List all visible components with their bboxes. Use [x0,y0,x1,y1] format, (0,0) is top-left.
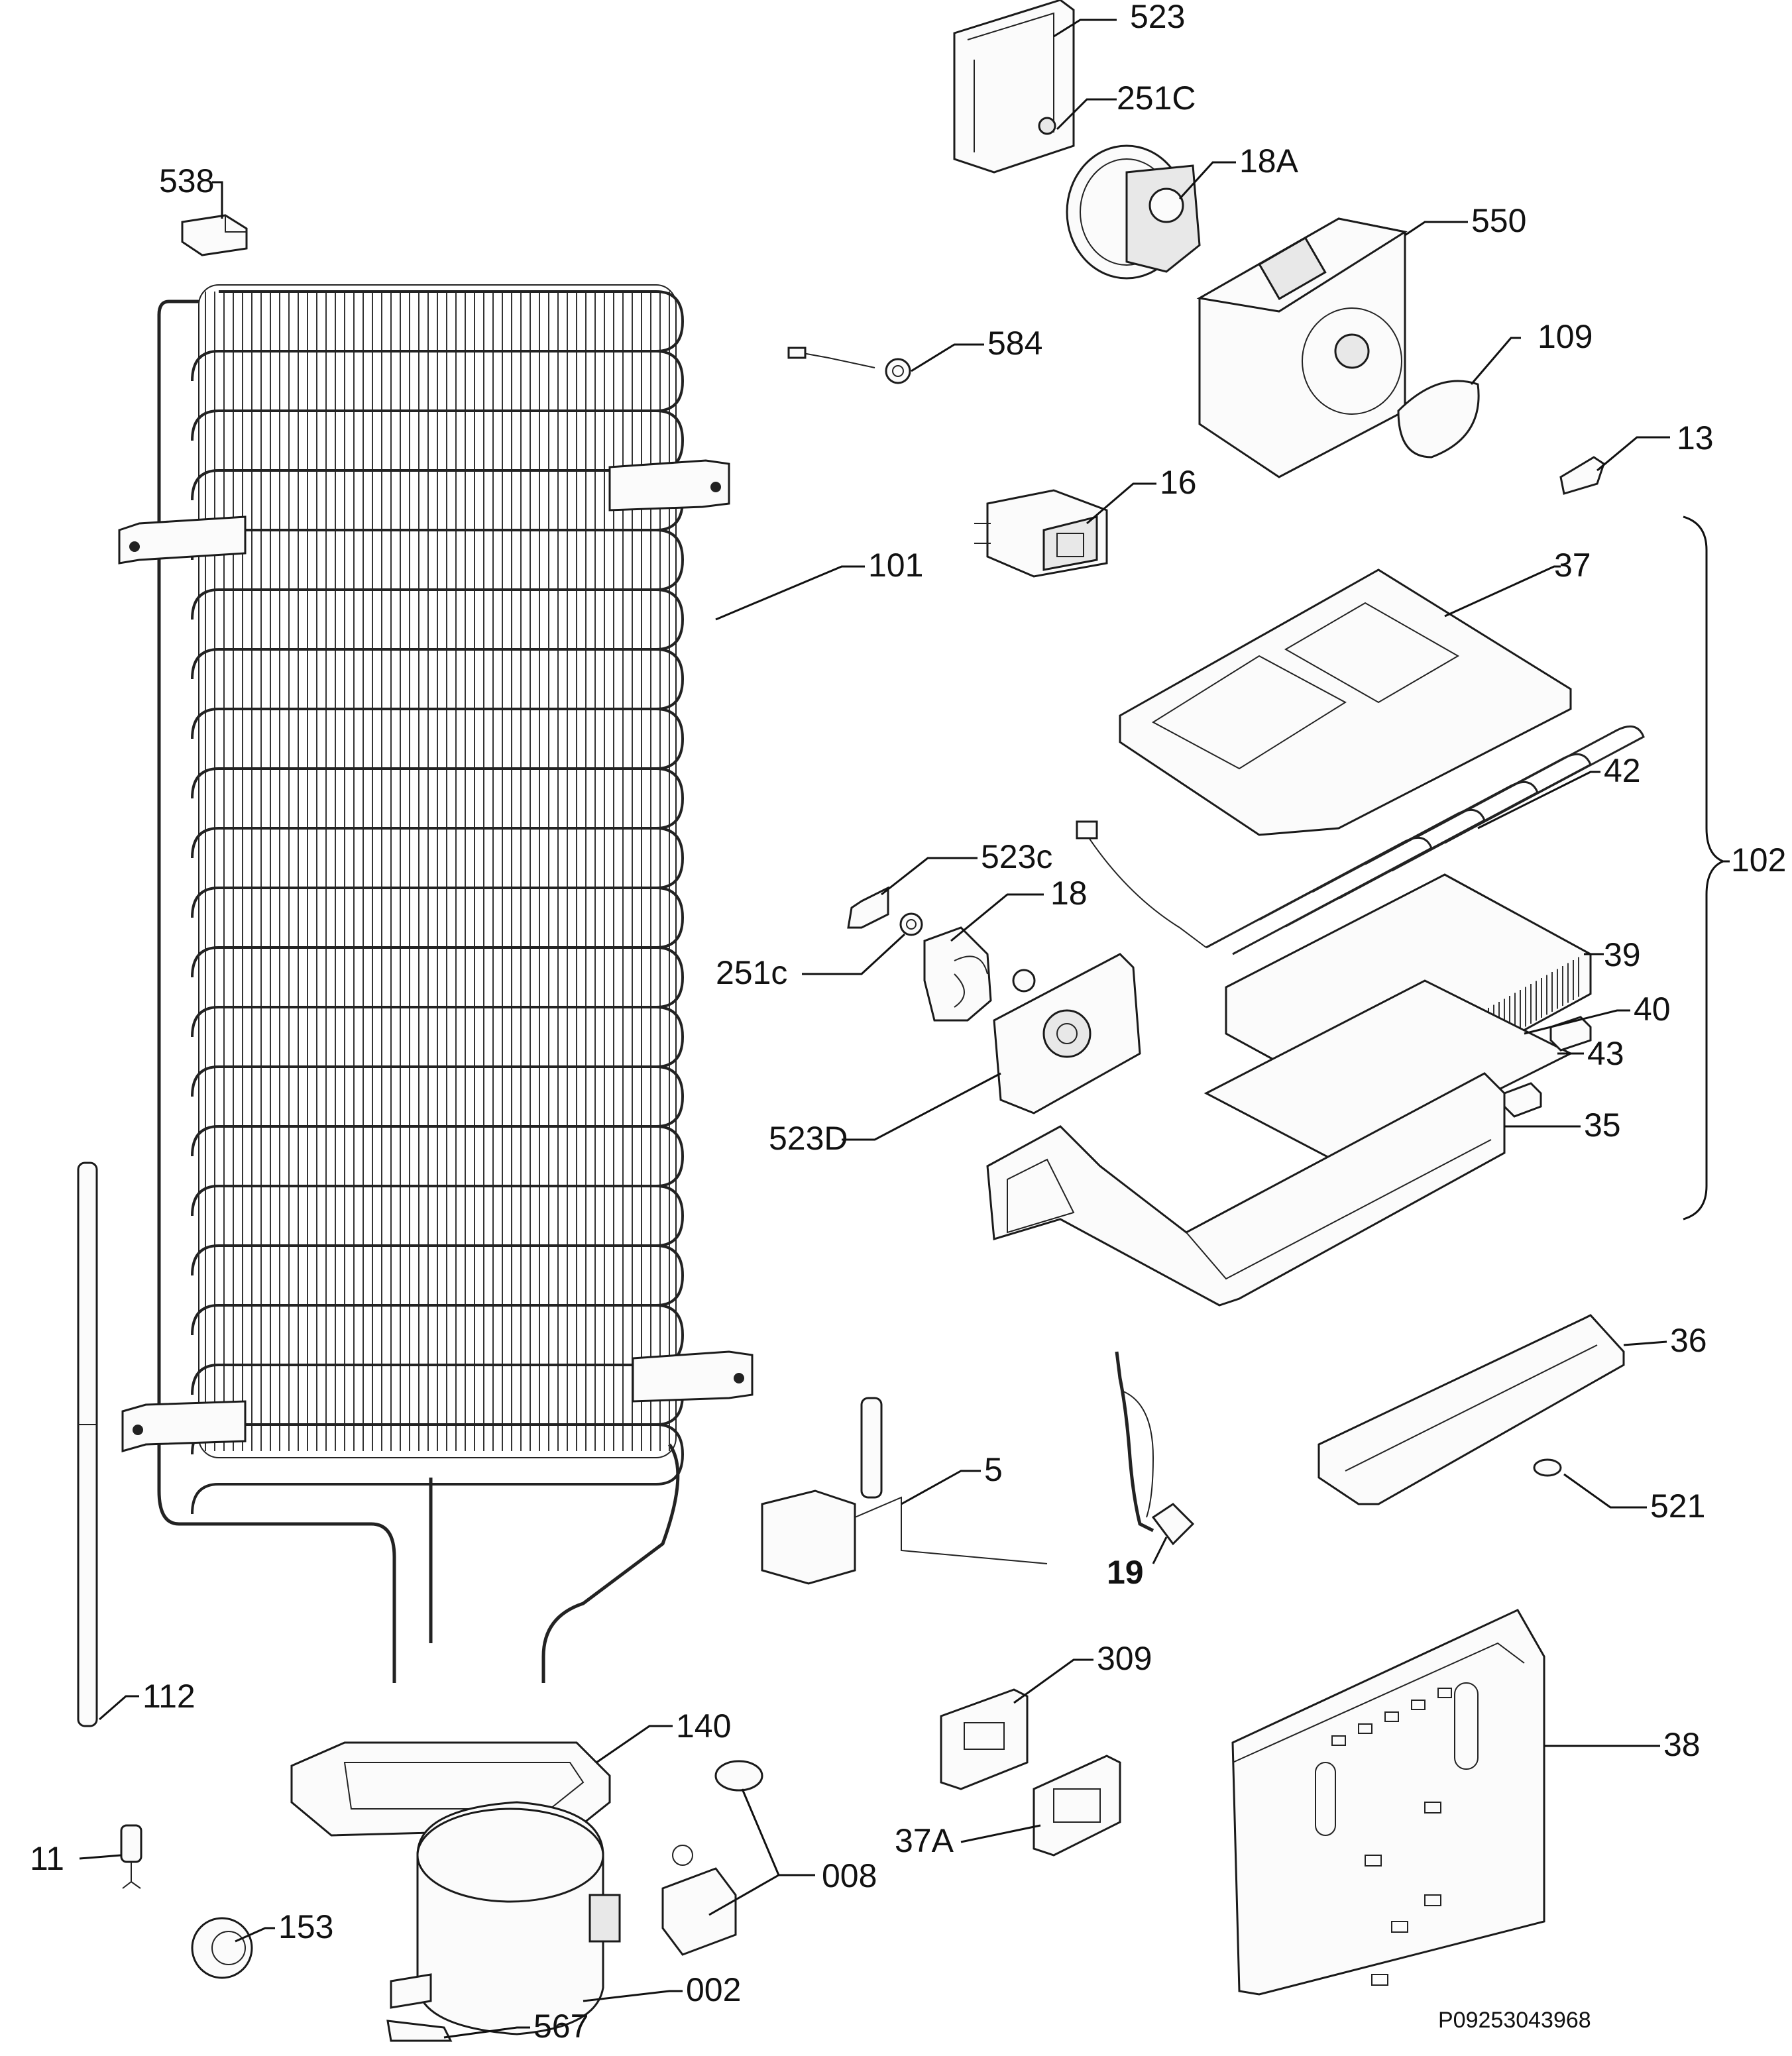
shelf-36-part [1317,1314,1625,1505]
callout-523c: 523c [981,838,1052,875]
callout-11: 11 [30,1840,64,1877]
callout-36: 36 [1670,1322,1707,1359]
callout-13: 13 [1677,419,1714,457]
callout-584: 584 [987,325,1042,362]
evaporator-cover-37-part [1119,568,1572,836]
mounting-bracket-lower-right [632,1350,754,1403]
leader-lines [79,19,1730,2039]
callout-523: 523 [1130,0,1185,35]
callout-309: 309 [1097,1640,1152,1677]
grommet-153-part [191,1917,253,1979]
mounting-bracket-lower-left [121,1400,247,1452]
callout-550: 550 [1471,202,1526,239]
callout-002: 002 [686,1971,741,2008]
callout-567: 567 [533,2008,588,2045]
door-panel-holes [1331,1688,1452,1986]
callout-42: 42 [1604,752,1641,789]
callout-101: 101 [868,547,923,584]
door-panel-38-part [1231,1609,1545,1996]
part-43 [1503,1016,1592,1118]
fan-cover-523-part [953,0,1075,174]
start-relay-008-part [661,1760,763,1956]
callout-153: 153 [278,1908,333,1945]
callout-43: 43 [1587,1035,1624,1072]
air-duct-box-550-part [1196,217,1408,478]
callout-35: 35 [1584,1107,1621,1144]
defrost-heater-42-part [1076,725,1645,955]
callout-538: 538 [159,162,214,199]
callout-112: 112 [142,1678,196,1715]
callout-18: 18 [1050,875,1088,912]
callout-39: 39 [1604,936,1641,973]
condenser-part [118,284,754,1683]
control-module-309-part [940,1688,1029,1790]
heater-loops [1205,725,1645,955]
power-cord-19-part [1115,1351,1195,1546]
mounting-bracket-upper-left [118,515,247,565]
lamp-lens-109-part [1397,380,1480,459]
drain-pipe-part [77,1162,98,1727]
clip-13-part [1559,456,1605,495]
callout-008: 008 [822,1857,877,1894]
fan-motor-18a-part [1066,144,1201,280]
bracket-523c-part [847,886,889,929]
callout-40: 40 [1634,991,1671,1028]
callout-16: 16 [1160,464,1197,501]
fan-plate-523d-part [993,953,1141,1114]
callout-140: 140 [676,1707,731,1745]
diagram-code: P09253043968 [1438,2008,1591,2033]
callout-251c-top: 251C [1117,80,1196,117]
callout-labels: 523 251C 18A 550 538 584 109 13 16 101 3… [30,0,1786,2045]
grommet-251c-part [899,912,923,936]
callout-523d: 523D [769,1120,848,1157]
callout-18a: 18A [1239,142,1299,180]
sensor-584-part [787,347,911,384]
callout-19: 19 [1107,1554,1144,1591]
callout-37a: 37A [895,1822,954,1859]
callout-102: 102 [1731,841,1786,879]
callout-37: 37 [1554,547,1591,584]
assembly-bracket-102 [1683,515,1726,1220]
callout-5: 5 [984,1451,1003,1488]
callout-38: 38 [1663,1726,1701,1763]
callout-109: 109 [1538,318,1593,355]
solenoid-valve-5-part [761,1397,1048,1585]
connector-11-part [120,1824,142,1889]
callout-251c-mid: 251c [716,954,787,991]
drip-tray-35-part [986,1072,1506,1307]
control-board-37a-part [1033,1755,1121,1857]
compressor-002-part [390,1801,621,2035]
connector-538-part [181,214,248,256]
condenser-pipe-loops [191,290,685,1515]
switch-16-part [974,489,1108,578]
mounting-bracket-upper-right [608,459,730,512]
condenser-wire-grid [205,292,670,1451]
rubber-foot-567-part [386,2020,453,2042]
fan-18-part [923,926,1036,1022]
ring-521-part [1533,1458,1562,1477]
callout-521: 521 [1650,1488,1705,1525]
